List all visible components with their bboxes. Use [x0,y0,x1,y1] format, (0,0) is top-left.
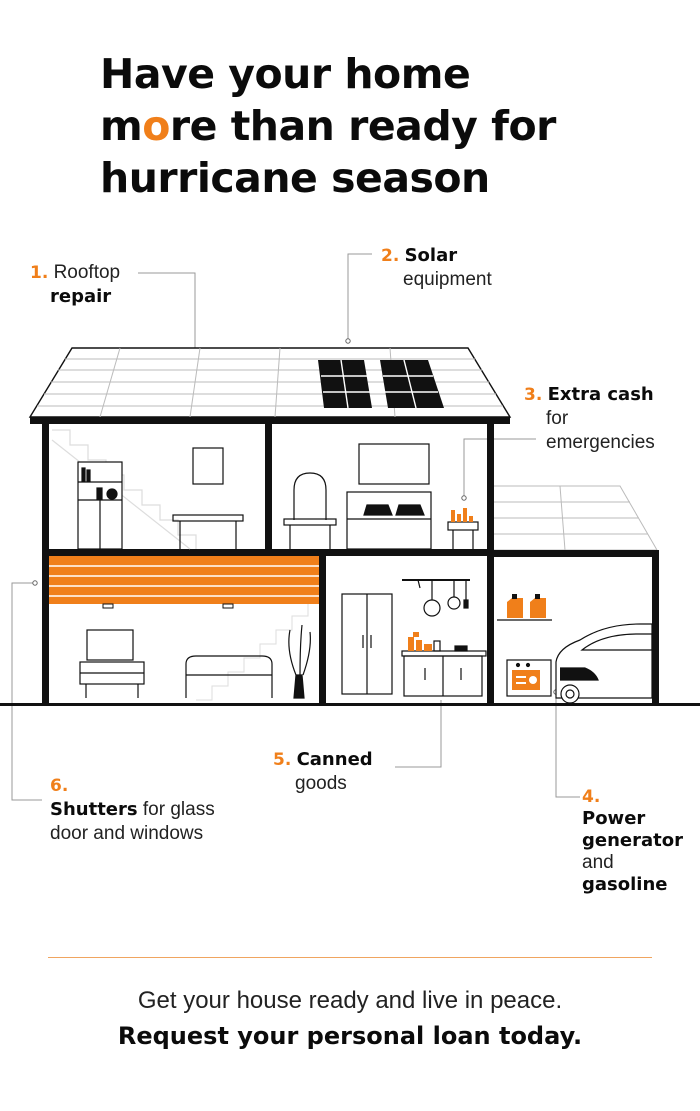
room-living [49,556,319,701]
label-rooftop-bold: repair [50,286,112,307]
label-generator-line-3: and [582,852,614,873]
solar-panel-right [380,360,444,408]
title-line-2: more than ready for [100,100,680,152]
label-shutters-line-1: Shutters for glass [50,798,215,822]
label-canned-bold: Canned [296,749,373,770]
label-solar-line-2: equipment [403,269,492,290]
title-line-2-post: re than ready for [169,102,557,150]
label-solar-equipment: 2. Solar equipment [381,244,492,292]
label-generator-bold-3: gasoline [582,874,668,895]
label-generator-num: 4. [582,787,601,807]
label-power-generator: 4. Power generator and gasoline [582,786,683,896]
label-rooftop-line-2: repair [30,285,120,309]
leader-canned [395,700,442,768]
label-generator-bold-2: generator [582,830,683,851]
label-rooftop-repair: 1. Rooftop repair [30,261,120,309]
label-canned-goods: 5. Canned goods [273,748,373,796]
label-canned-number: 5. [273,750,292,770]
title-line-3: hurricane season [100,154,490,202]
label-shutters-text-1: for glass [142,799,215,820]
leader-shutters [11,582,42,801]
label-solar-line-1: 2. Solar [381,244,492,268]
label-rooftop-line-1: 1. Rooftop [30,261,120,285]
label-solar-number: 2. [381,246,400,266]
leader-cash [463,438,536,497]
room-kitchen [341,579,487,697]
label-cash-line-2: for [546,408,569,429]
page-title: Have your home more than ready for hurri… [100,48,680,204]
leader-generator [555,693,580,798]
leader-rooftop [138,272,196,377]
label-canned-line-2: goods [295,773,347,794]
label-cash-number: 3. [524,385,543,405]
label-cash-bold: Extra cash [547,384,654,405]
shutter [49,556,319,604]
garage-roof [492,485,659,557]
label-cash-line-3: emergencies [546,432,655,453]
label-shutters: 6. Shutters for glass door and windows [50,774,215,846]
footer-divider [48,957,652,958]
title-line-1: Have your home [100,50,471,98]
room-bedroom [283,443,479,550]
label-generator-number: 4. [582,786,683,808]
room-upstairs-left [51,429,244,550]
label-shutters-line-2: door and windows [50,823,204,844]
label-rooftop-text: Rooftop [53,262,121,283]
label-extra-cash: 3. Extra cash for emergencies [524,383,655,455]
leader-solar [347,253,372,340]
room-garage [497,594,653,704]
label-shutters-number: 6. [50,774,215,798]
label-generator-bold-1: Power [582,808,646,829]
house-walls [42,424,659,704]
label-solar-bold: Solar [404,245,458,266]
label-rooftop-number: 1. [30,263,49,283]
label-generator-line-2: generator [582,830,683,852]
ground-line [0,703,700,706]
title-accent-letter: o [142,102,170,150]
label-shutters-num: 6. [50,776,69,796]
label-cash-line-1: 3. Extra cash [524,383,655,407]
label-shutters-bold: Shutters [50,799,138,820]
main-roof [28,347,512,424]
label-canned-line-1: 5. Canned [273,748,373,772]
label-generator-line-4: gasoline [582,874,683,896]
label-generator-line-1: Power [582,808,683,830]
footer-cta: Request your personal loan today. [117,1022,583,1050]
footer-tagline: Get your house ready and live in peace. [137,987,563,1014]
title-line-2-pre: m [100,102,143,150]
